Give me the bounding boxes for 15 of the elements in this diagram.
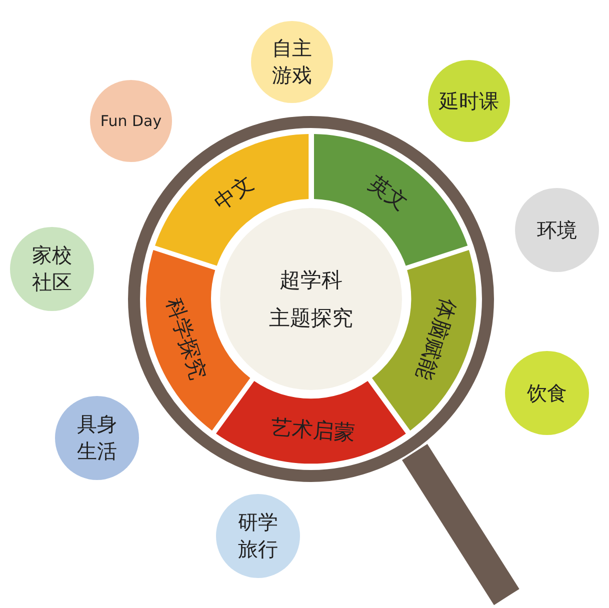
segment-label: 科学探究 <box>162 296 211 384</box>
topic-label: 饮食 <box>527 380 567 406</box>
segment-label: 中文 <box>210 170 258 216</box>
topic-label: 延时课 <box>439 88 499 114</box>
topic-label: Fun Day <box>100 110 162 132</box>
center-label: 超学科 <box>280 268 342 292</box>
segment-label: 英文 <box>364 170 412 216</box>
topic-label: 家校社区 <box>31 242 73 296</box>
topic-label: 自主游戏 <box>271 35 313 89</box>
center-label: 主题探究 <box>269 306 353 330</box>
topic-label: 具身生活 <box>76 411 118 465</box>
segment-label: 体脑赋能 <box>411 296 460 384</box>
segment-label: 艺术启蒙 <box>270 415 356 445</box>
topic-label: 环境 <box>537 216 577 244</box>
topic-label: 研学旅行 <box>237 509 279 563</box>
